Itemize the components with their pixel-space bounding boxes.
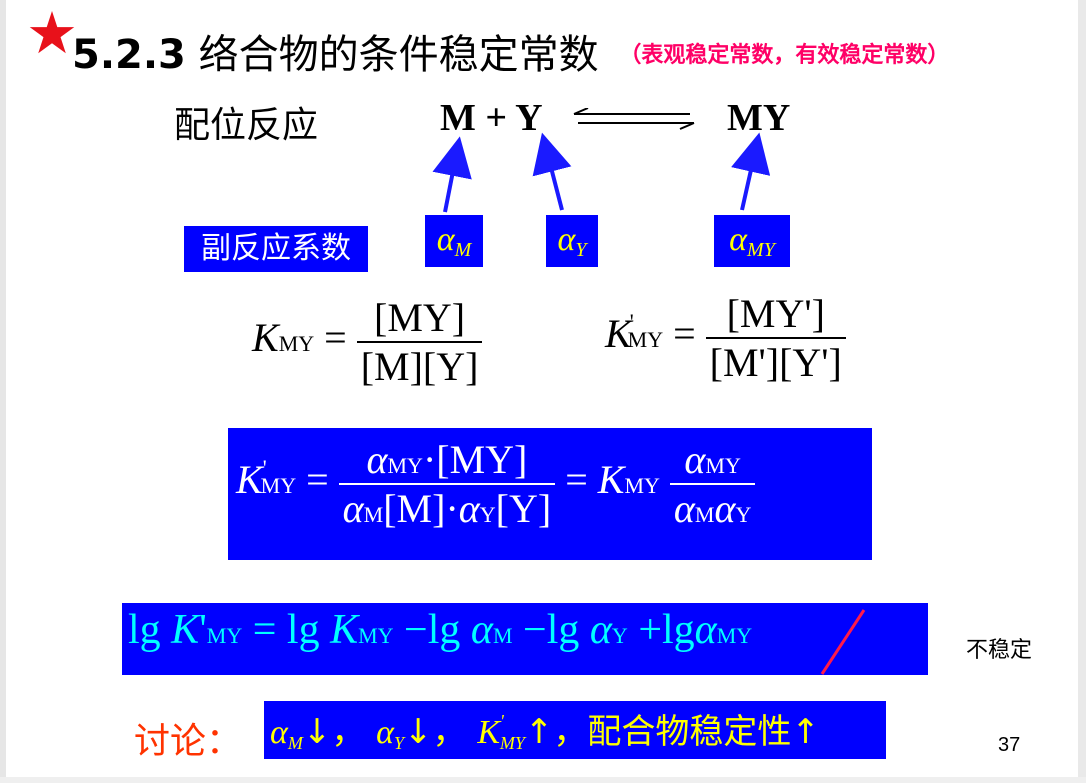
strike-through-mark <box>820 609 866 675</box>
slide-edge-left <box>0 0 6 783</box>
slide-edge-bottom <box>0 777 1086 783</box>
alpha-y-box: αY <box>546 215 598 267</box>
discussion-box <box>264 701 886 759</box>
conditional-constant-equation: K'MY = [MY'][M'][Y'] <box>605 290 846 386</box>
title-text: 络合物的条件稳定常数 <box>198 32 599 78</box>
conditional-constant-derivation: K'MY = αMY·[MY] αM[M]·αY[Y] = KMY αMY αM… <box>236 436 756 532</box>
conditional-constant-derivation-box <box>228 428 872 560</box>
slide-edge-right <box>1078 0 1086 783</box>
slide-title: 5.2.3 络合物的条件稳定常数 （表观稳定常数，有效稳定常数） <box>72 22 949 80</box>
page-number: 37 <box>998 734 1021 756</box>
arrow-up-icon <box>432 136 472 213</box>
reaction-label: 配位反应 <box>174 105 319 146</box>
alpha-m-box: αM <box>425 215 483 267</box>
reaction-product: MY <box>727 97 791 139</box>
equilibrium-arrow-icon <box>573 108 695 130</box>
discussion-label: 讨论： <box>134 721 243 762</box>
alpha-my-box: αMY <box>714 215 790 267</box>
reaction-reactants: M + Y <box>440 97 543 139</box>
side-reaction-label: 副反应系数 <box>184 226 368 272</box>
log-equation-box <box>122 603 928 675</box>
log-equation: lg K'MY = lg KMY −lg αM −lg αY +lgαMY <box>128 607 753 653</box>
section-number: 5.2.3 <box>72 32 186 78</box>
discussion-text: αM↓， αY↓， K'MY↑，配合物稳定性↑ <box>270 711 820 753</box>
title-subtitle: （表观稳定常数，有效稳定常数） <box>619 43 950 68</box>
arrow-up-icon <box>532 132 572 211</box>
star-icon: ★ <box>26 0 78 67</box>
arrow-up-icon <box>731 132 771 211</box>
stability-constant-equation: KMY = [MY][M][Y] <box>252 294 483 390</box>
unstable-note: 不稳定 <box>966 638 1033 663</box>
